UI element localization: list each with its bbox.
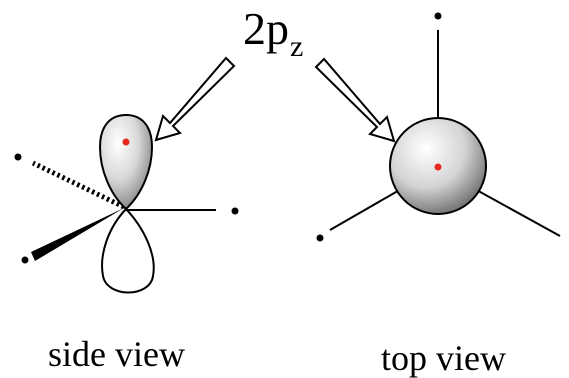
side-view-nucleus xyxy=(122,138,130,146)
substituent-dot-upper-left xyxy=(14,153,22,161)
substituent-dot-right xyxy=(231,207,239,215)
dashed-bond xyxy=(31,160,126,210)
orbital-label-main: 2p xyxy=(243,3,289,54)
orbital-label: 2pz xyxy=(243,3,303,62)
substituent-dot-top xyxy=(434,12,442,20)
arrow-to-top-view xyxy=(314,57,396,143)
orbital-label-subscript: z xyxy=(290,30,304,63)
substituent-dot-lower-left xyxy=(21,256,29,264)
substituent-dot-lower-left-top xyxy=(316,234,324,242)
top-view-nucleus xyxy=(434,163,442,171)
top-view-caption: top view xyxy=(381,338,506,378)
upper-lobe xyxy=(98,113,154,211)
bond-lower-left xyxy=(329,187,404,231)
wedge-bond xyxy=(31,208,124,261)
side-view-molecule xyxy=(14,113,239,294)
arrow-to-side-view xyxy=(154,56,236,142)
side-view-caption: side view xyxy=(48,334,185,374)
top-view-molecule xyxy=(316,12,561,242)
lower-lobe xyxy=(101,207,155,294)
bond-lower-right xyxy=(472,187,561,237)
